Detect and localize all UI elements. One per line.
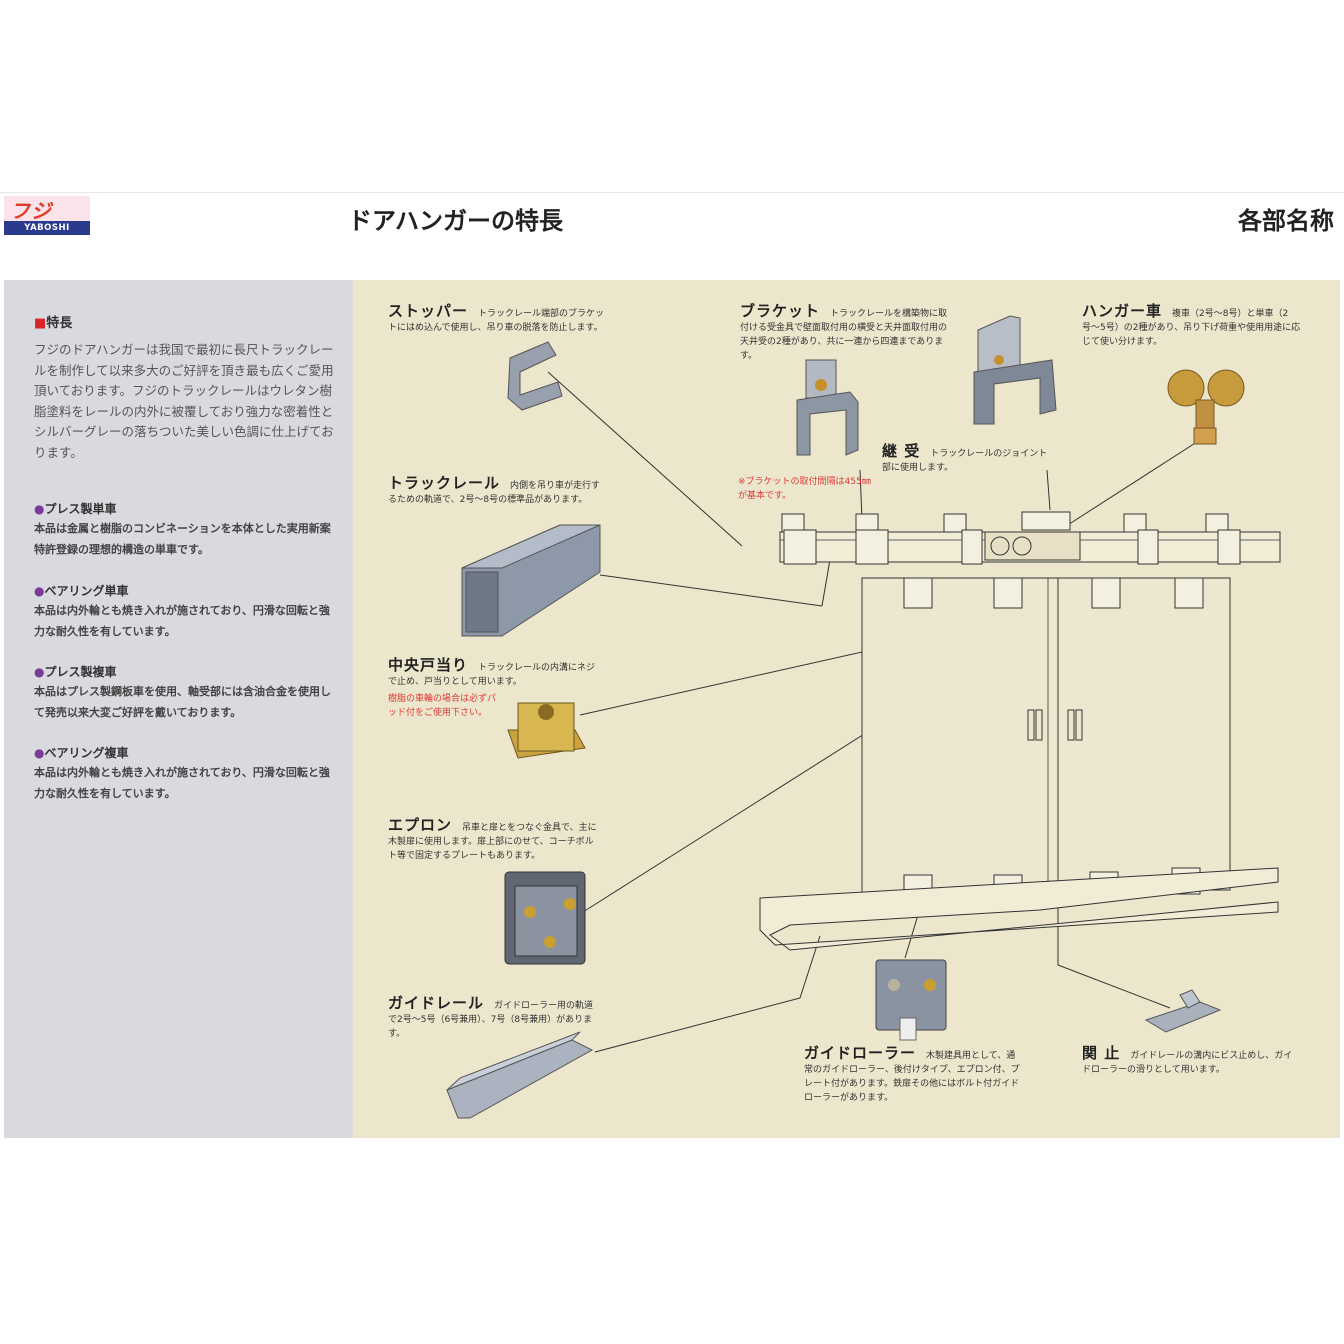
label-stopper: ストッパートラックレール端部のブラケットにはめ込んで使用し、吊り車の脱落を防止し…	[388, 302, 605, 334]
apron-illustration	[504, 871, 586, 965]
label-guide-roller: ガイドローラー木製建具用として、通常のガイドローラー、後付けタイプ、エプロン付、…	[804, 1044, 1020, 1104]
features-body: フジのドアハンガーは我国で最初に長尺トラックレールを制作して以来多大のご好評を頂…	[34, 342, 334, 460]
label-joint: 継 受トラックレールのジョイント部に使用します。	[882, 442, 1048, 474]
bullet-icon: ●	[34, 665, 45, 679]
center-stop-illustration	[507, 702, 586, 759]
label-center-stop: 中央戸当りトラックレールの内溝にネジで止め、戸当りとして用います。	[388, 656, 596, 688]
feature-item: ●ベアリング複車 本品は内外輪とも焼き入れが施されており、円滑な回転と強力な耐久…	[34, 746, 330, 800]
bullet-icon: ●	[34, 746, 45, 760]
guide-rail-illustration	[446, 1031, 594, 1119]
label-seki: 関 止ガイドレールの溝内にビス止めし、ガイドローラーの滑りとして用います。	[1082, 1044, 1293, 1076]
logo-sub: YABOSHI	[24, 223, 70, 233]
label-apron: エプロン吊車と扉とをつなぐ金具で、主に木製扉に使用します。扉上部にのせて、コーチ…	[388, 816, 597, 862]
page-title: ドアハンガーの特長	[348, 207, 564, 235]
guide-rail-overview	[759, 867, 1279, 951]
bullet-icon: ●	[34, 584, 45, 598]
features-heading: ■特長	[34, 316, 73, 331]
logo-mark: フジ	[10, 199, 52, 223]
label-track-rail: トラックレール内側を吊り車が走行するための軌道で、2号〜8号の標準品があります。	[388, 474, 601, 506]
label-guide-rail: ガイドレールガイドローラー用の軌道で2号〜5号（6号兼用）、7号（8号兼用）があ…	[388, 994, 594, 1040]
label-bracket: ブラケットトラックレールを構築物に取付ける受金具で壁面取付用の横受と天井面取付用…	[740, 302, 948, 362]
header-divider	[0, 192, 1344, 193]
stop-plate-illustration	[1144, 989, 1222, 1033]
brand-logo[interactable]: フジ YABOSHI	[4, 196, 90, 235]
door-overview	[861, 577, 1231, 909]
features-panel	[4, 280, 353, 1138]
track-rail-overview	[779, 511, 1281, 565]
bracket-illustration	[796, 359, 859, 456]
feature-item: ●プレス製単車 本品は金属と樹脂のコンビネーションを本体とした実用新案特許登録の…	[34, 502, 331, 556]
track-rail-illustration	[461, 524, 601, 637]
bullet-icon: ●	[34, 502, 45, 516]
label-hanger: ハンガー車複車（2号〜8号）と単車（2号〜5号）の2種があり、吊り下げ荷重や使用…	[1082, 302, 1301, 348]
bracket-note: ※ブラケットの取付間隔は455㎜が基本です。	[738, 477, 871, 501]
guide-roller-illustration	[875, 959, 947, 1041]
hanger-illustration	[1167, 369, 1245, 445]
center-stop-note: 樹脂の車輪の場合は必ずパッド付をご使用下さい。	[388, 694, 497, 718]
feature-item: ●ベアリング単車 本品は内外輪とも焼き入れが施されており、円滑な回転と強力な耐久…	[34, 584, 330, 638]
logo-bar	[4, 221, 90, 235]
stopper-illustration	[507, 341, 563, 411]
feature-item: ●プレス製複車 本品はプレス製鋼板車を使用、軸受部には含油合金を使用して発売以来…	[34, 665, 331, 719]
bracket-illustration	[973, 315, 1057, 425]
red-square-icon: ■	[34, 316, 47, 331]
section-title: 各部名称	[1238, 207, 1334, 235]
